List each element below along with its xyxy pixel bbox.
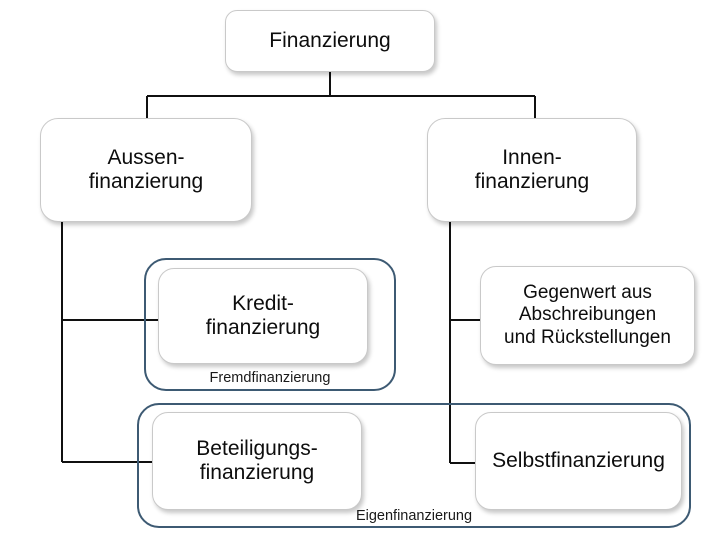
node-aussenfinanzierung-label: Aussen- finanzierung <box>88 145 204 193</box>
node-gegenwert[interactable]: Gegenwert aus Abschreibungen und Rückste… <box>480 266 695 365</box>
node-beteiligungsfinanzierung-label: Beteiligungs- finanzierung <box>196 436 318 484</box>
group-frame-fremdfinanzierung <box>144 258 396 391</box>
group-label-fremdfinanzierung: Fremdfinanzierung <box>209 370 331 386</box>
group-frame-eigenfinanzierung <box>137 403 691 528</box>
node-finanzierung[interactable]: Finanzierung <box>225 10 435 72</box>
node-beteiligungsfinanzierung[interactable]: Beteiligungs- finanzierung <box>152 412 362 510</box>
node-aussenfinanzierung[interactable]: Aussen- finanzierung <box>40 118 252 222</box>
node-innenfinanzierung[interactable]: Innen- finanzierung <box>427 118 637 222</box>
node-selbstfinanzierung[interactable]: Selbstfinanzierung <box>475 412 682 510</box>
group-label-eigenfinanzierung: Eigenfinanzierung <box>355 508 473 524</box>
node-finanzierung-label: Finanzierung <box>269 28 391 52</box>
node-kreditfinanzierung-label: Kredit- finanzierung <box>205 291 321 339</box>
node-gegenwert-label: Gegenwert aus Abschreibungen und Rückste… <box>504 282 671 348</box>
node-selbstfinanzierung-label: Selbstfinanzierung <box>492 448 665 472</box>
node-kreditfinanzierung[interactable]: Kredit- finanzierung <box>158 268 368 364</box>
node-innenfinanzierung-label: Innen- finanzierung <box>474 145 590 193</box>
